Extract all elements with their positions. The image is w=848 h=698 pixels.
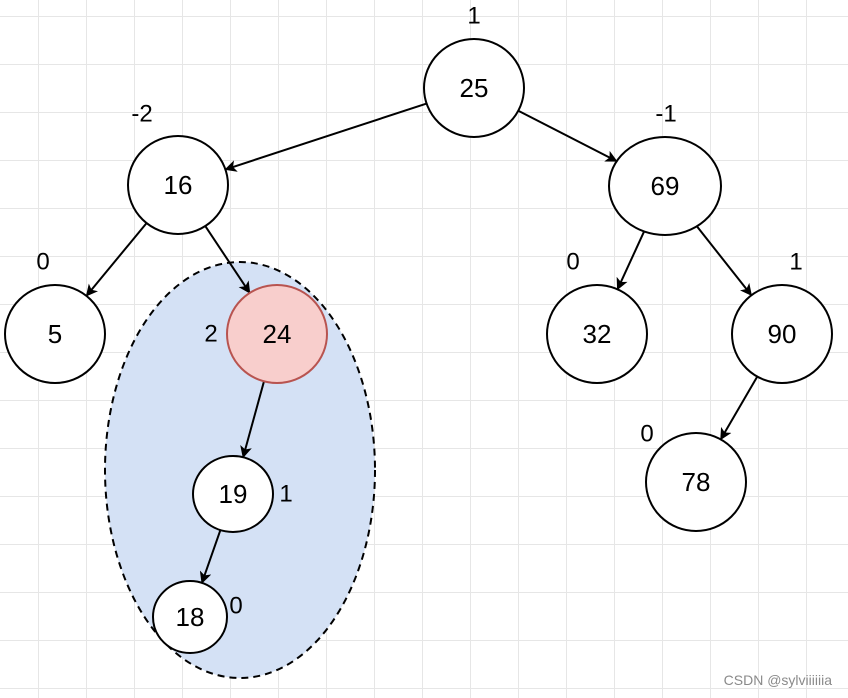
node-value-label: 25 [460, 73, 489, 103]
node-value-label: 5 [48, 319, 62, 349]
balance-factor-label: 0 [36, 249, 49, 276]
node-circle [192, 455, 274, 533]
tree-node-78: 78 0 [640, 421, 747, 532]
tree-node-5: 50 [4, 249, 106, 384]
balance-factor-label: 1 [467, 3, 480, 30]
node-value-label: 78 [682, 467, 711, 497]
edge-n24-n19 [240, 381, 265, 459]
edge-n69-n32 [616, 231, 646, 291]
node-circle [546, 284, 648, 384]
balance-factor-label: 2 [204, 321, 217, 348]
node-value-label: 16 [164, 170, 193, 200]
node-circle [423, 38, 525, 138]
node-circle [4, 284, 106, 384]
balance-factor-label: 0 [229, 593, 242, 620]
node-value-label: 32 [583, 319, 612, 349]
edge-n16-n5 [85, 222, 148, 297]
balance-factor-label: -2 [131, 101, 152, 128]
node-value-label: 24 [263, 319, 292, 349]
tree-node-19: 19 1 [192, 455, 293, 533]
tree-node-90: 90 1 [731, 249, 833, 384]
node-circle [731, 284, 833, 384]
edge-n90-n78 [720, 376, 759, 441]
balance-factor-label: 1 [789, 249, 802, 276]
balance-factor-label: 1 [279, 481, 292, 508]
tree-node-16: 16 -2 [127, 101, 229, 235]
node-circle [127, 135, 229, 235]
edges-layer [85, 102, 759, 584]
node-circle [645, 432, 747, 532]
edge-n19-n18 [199, 529, 222, 584]
node-value-label: 19 [219, 479, 248, 509]
node-value-label: 69 [651, 171, 680, 201]
balance-factor-label: 0 [566, 249, 579, 276]
tree-node-25: 25 1 [423, 3, 525, 138]
tree-node-24: 24 2 [204, 284, 328, 384]
balance-factor-label: 0 [640, 421, 653, 448]
node-circle [226, 284, 328, 384]
edge-n69-n90 [696, 225, 752, 297]
node-circle [608, 136, 722, 236]
edge-n16-n24 [204, 225, 251, 294]
node-value-label: 90 [768, 319, 797, 349]
node-value-label: 18 [176, 602, 205, 632]
tree-node-18: 18 0 [152, 580, 243, 654]
tree-node-69: 69 -1 [608, 101, 722, 236]
balance-factor-label: -1 [655, 101, 676, 128]
edge-n25-n16 [224, 102, 427, 172]
node-circle [152, 580, 228, 654]
edge-n25-n69 [517, 109, 618, 162]
watermark: CSDN @sylviiiiiia [723, 672, 832, 688]
tree-node-32: 32 0 [546, 249, 648, 384]
